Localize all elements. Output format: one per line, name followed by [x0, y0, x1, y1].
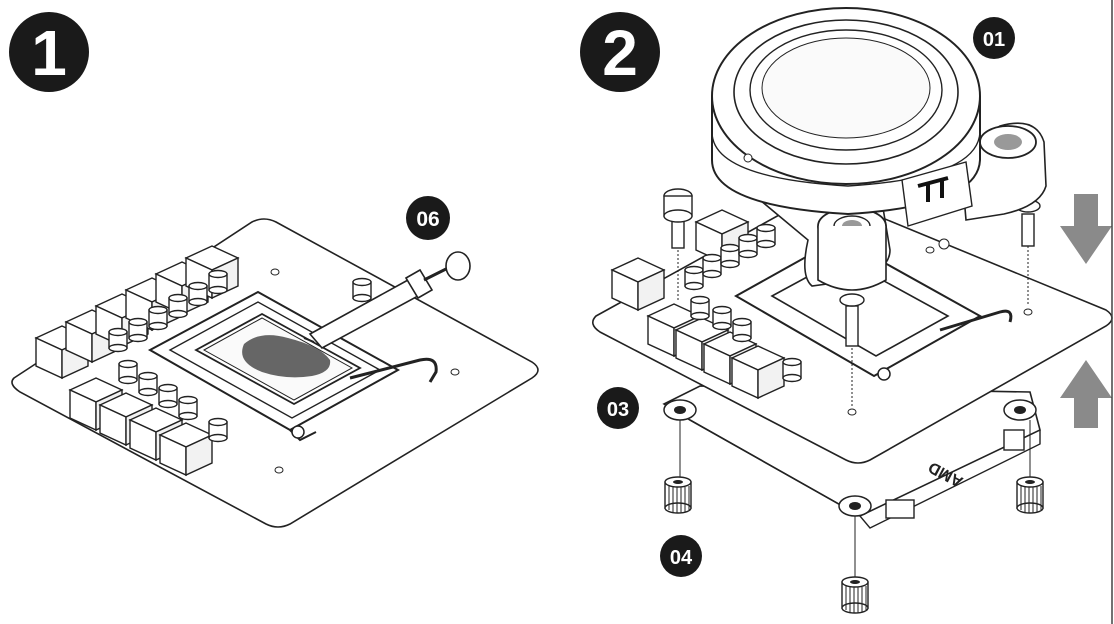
step-2-badge: 2 [580, 12, 660, 92]
mount-hole [274, 466, 284, 474]
down-arrow-icon [1060, 194, 1112, 264]
callout-03-label: 03 [607, 399, 629, 421]
brand-logo-icon [917, 176, 949, 202]
callout-06: 06 [406, 196, 450, 240]
callout-01-label: 01 [983, 29, 1005, 51]
step-1-number: 1 [31, 17, 67, 89]
callout-01: 01 [973, 17, 1015, 59]
callout-04-label: 04 [670, 547, 693, 569]
step-1-motherboard [11, 218, 539, 528]
thermal-paste-syringe [303, 251, 471, 350]
callout-06-label: 06 [416, 208, 439, 231]
mount-hole [450, 368, 460, 376]
callout-04: 04 [660, 535, 702, 577]
step-1-badge: 1 [9, 12, 89, 92]
standoff-screws [663, 188, 1041, 408]
mounting-nuts [664, 420, 1044, 614]
step-2-number: 2 [602, 17, 638, 89]
mount-hole [270, 268, 280, 276]
up-arrow-icon [1060, 360, 1112, 428]
pump-block [711, 7, 1047, 291]
callout-03: 03 [597, 387, 639, 429]
thermal-paste-blob [242, 335, 331, 378]
